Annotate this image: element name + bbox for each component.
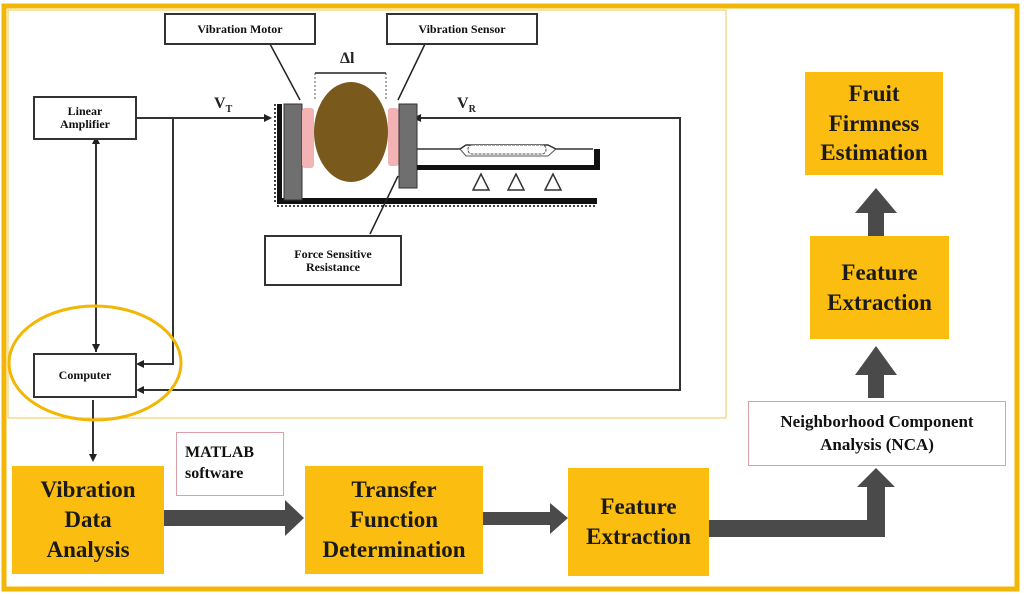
motor-leader	[269, 43, 301, 101]
vt-main: V	[214, 95, 226, 112]
sensor-leader	[397, 43, 426, 101]
delta-l-label: Δl	[340, 50, 355, 67]
nca-box: Neighborhood Component Analysis (NCA)	[748, 401, 1006, 466]
outer-frame	[1, 3, 1020, 592]
vt-sub: T	[225, 104, 233, 116]
wire-arrowheads	[89, 114, 421, 462]
vibration-motor-label: Vibration Motor	[164, 13, 316, 45]
arrow-nca-to-fe2	[855, 346, 897, 398]
vr-label: VR	[457, 95, 476, 115]
spring	[467, 144, 547, 155]
fruit	[314, 82, 388, 182]
vibration-sensor-label: Vibration Sensor	[386, 13, 538, 45]
wiring	[92, 117, 681, 458]
mechanical-rig	[269, 43, 600, 235]
flow-arrows	[164, 188, 897, 537]
matlab-software-note: MATLAB software	[176, 432, 284, 496]
motor-plate	[283, 103, 303, 201]
base-ground	[277, 198, 597, 204]
vr-sub: R	[468, 104, 476, 116]
sensor-plate	[398, 103, 418, 189]
slider-rail	[417, 165, 600, 170]
sensor-pad	[388, 108, 399, 166]
arrow-tfd-to-fe1	[483, 503, 568, 534]
force-sensitive-resistance-label: Force Sensitive Resistance	[264, 235, 402, 286]
computer-box: Computer	[33, 353, 137, 398]
feature-extraction-box-2: Feature Extraction	[810, 236, 949, 339]
fruit-firmness-estimation-box: Fruit Firmness Estimation	[805, 72, 943, 175]
feature-extraction-box-1: Feature Extraction	[568, 468, 709, 576]
arrow-fe1-to-nca	[708, 468, 895, 537]
setup-frame	[7, 9, 727, 419]
vibration-data-analysis-box: Vibration Data Analysis	[12, 466, 164, 574]
motor-pad	[302, 108, 314, 168]
roller-supports	[471, 172, 563, 191]
vr-main: V	[457, 95, 469, 112]
left-wall	[277, 104, 282, 204]
linear-amplifier-box: Linear Amplifier	[33, 96, 137, 140]
computer-highlight-ellipse	[7, 304, 183, 422]
fsr-leader	[369, 175, 399, 235]
vt-label: VT	[214, 95, 232, 115]
arrow-vda-to-tfd	[164, 500, 304, 536]
transfer-function-determination-box: Transfer Function Determination	[305, 466, 483, 574]
arrow-fe2-to-ffe	[855, 188, 897, 236]
